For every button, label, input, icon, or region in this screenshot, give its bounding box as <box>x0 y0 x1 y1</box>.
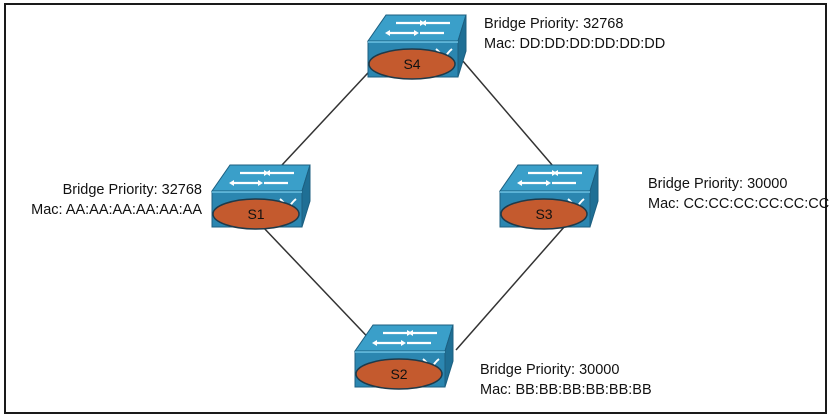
switch-top-face <box>367 14 467 42</box>
switch-label-oval <box>355 358 443 390</box>
arrow-head-icon <box>258 180 263 186</box>
switch-id-label: S3 <box>535 206 552 222</box>
switch-s1: S1 <box>211 164 311 230</box>
switch-label-oval <box>500 198 588 230</box>
switch-side-face <box>457 14 467 78</box>
switch-label-oval <box>368 48 456 80</box>
s3-mac: Mac: CC:CC:CC:CC:CC:CC <box>648 196 830 212</box>
link-s1-s2 <box>261 225 381 351</box>
switch-top-face <box>211 164 311 192</box>
arrow-head-icon <box>414 30 419 36</box>
switch-top-face <box>499 164 599 192</box>
arrow-head-icon <box>517 180 522 186</box>
switch-id-label: S1 <box>247 206 264 222</box>
arrow-head-icon <box>372 340 377 346</box>
switch-label-oval <box>212 198 300 230</box>
arrow-head-icon <box>546 180 551 186</box>
s2-info: Bridge Priority: 30000 Mac: BB:BB:BB:BB:… <box>480 360 652 400</box>
arrow-head-icon <box>421 20 426 26</box>
arrow-head-icon <box>401 340 406 346</box>
s3-info: Bridge Priority: 30000 Mac: CC:CC:CC:CC:… <box>648 174 829 214</box>
links-layer <box>261 59 566 351</box>
s4-info: Bridge Priority: 32768 Mac: DD:DD:DD:DD:… <box>484 14 665 54</box>
switch-side-face <box>444 324 454 388</box>
s2-priority: Bridge Priority: 30000 <box>480 362 620 378</box>
s4-mac: Mac: DD:DD:DD:DD:DD:DD <box>484 36 666 52</box>
s1-priority: Bridge Priority: 32768 <box>62 182 202 198</box>
link-s2-s3 <box>455 225 566 351</box>
switch-side-face <box>301 164 311 228</box>
switch-s4: S4 <box>367 14 467 80</box>
switch-s2: S2 <box>354 324 454 390</box>
arrow-head-icon <box>385 30 390 36</box>
link-s4-s3 <box>461 59 566 181</box>
switch-id-label: S2 <box>390 366 407 382</box>
switch-s3: S3 <box>499 164 599 230</box>
arrow-head-icon <box>229 180 234 186</box>
s3-priority: Bridge Priority: 30000 <box>648 176 788 192</box>
s4-priority: Bridge Priority: 32768 <box>484 16 624 32</box>
switch-id-label: S4 <box>403 56 420 72</box>
s1-info: Bridge Priority: 32768 Mac: AA:AA:AA:AA:… <box>14 180 202 220</box>
switch-top-face <box>354 324 454 352</box>
arrow-head-icon <box>408 330 413 336</box>
arrow-head-icon <box>553 170 558 176</box>
s2-mac: Mac: BB:BB:BB:BB:BB:BB <box>480 382 652 398</box>
switch-side-face <box>589 164 599 228</box>
link-s1-s4 <box>267 59 381 181</box>
arrow-head-icon <box>265 170 270 176</box>
s1-mac: Mac: AA:AA:AA:AA:AA:AA <box>31 202 202 218</box>
